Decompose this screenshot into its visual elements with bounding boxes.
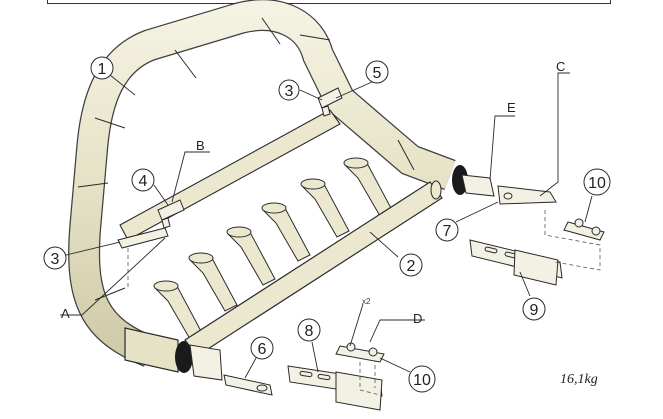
svg-text:10: 10 (413, 372, 431, 389)
inner-grille-tubes (153, 157, 393, 340)
callout-1: 1 (90, 56, 114, 80)
callout-6: 6 (250, 336, 274, 360)
quantity-label: x2 (362, 297, 371, 306)
callout-10-lower: 10 (408, 365, 436, 393)
svg-text:9: 9 (530, 302, 539, 319)
svg-text:1: 1 (98, 61, 107, 78)
letter-b: B (196, 138, 205, 153)
small-brackets (117, 87, 343, 249)
letter-e: E (507, 100, 516, 115)
letter-a: A (61, 306, 70, 321)
weight-label: 16,1kg (560, 372, 598, 387)
bracket-9 (469, 239, 563, 286)
top-frame-border (47, 0, 611, 4)
svg-text:5: 5 (373, 65, 382, 82)
svg-text:7: 7 (443, 223, 452, 240)
callout-7: 7 (435, 218, 459, 242)
leader-lines (60, 72, 593, 379)
svg-text:8: 8 (305, 323, 314, 340)
lower-mount-bracket (189, 344, 273, 396)
svg-text:4: 4 (139, 173, 148, 190)
callout-3-upper: 3 (278, 79, 300, 101)
svg-text:10: 10 (588, 175, 606, 192)
callout-9: 9 (522, 297, 546, 321)
callout-3-lower: 3 (43, 246, 67, 270)
callout-8: 8 (297, 318, 321, 342)
bracket-8 (287, 365, 383, 411)
main-bar-tube (68, 0, 456, 367)
fastener-plates (335, 218, 605, 363)
lower-tube-end (124, 327, 193, 373)
right-mount-bracket (461, 174, 557, 205)
upper-tube-end-cap (452, 165, 468, 195)
callout-10-upper: 10 (583, 168, 611, 196)
letter-d: D (413, 311, 422, 326)
callout-4: 4 (131, 168, 155, 192)
svg-text:3: 3 (285, 83, 294, 100)
callout-2: 2 (399, 253, 423, 277)
svg-text:3: 3 (51, 251, 60, 268)
callout-5: 5 (365, 60, 389, 84)
svg-text:2: 2 (407, 258, 416, 275)
svg-text:6: 6 (258, 341, 267, 358)
letter-c: C (556, 59, 565, 74)
